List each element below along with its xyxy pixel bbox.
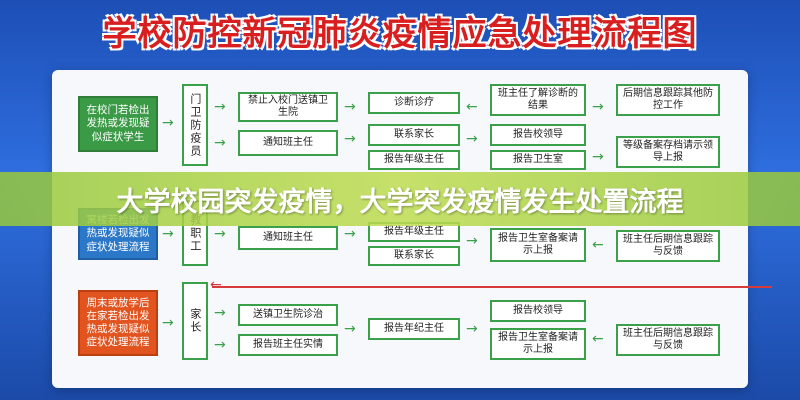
staff-col4-top: 报告年级主任 <box>368 222 460 242</box>
arrow-icon: → <box>466 321 478 337</box>
arrow-icon: → <box>162 315 174 331</box>
arrow-icon: → <box>162 226 174 242</box>
arrow-icon: → <box>344 131 356 147</box>
gate-col6-bottom: 等级备案存档请示领导上报 <box>616 136 720 168</box>
arrow-icon: → <box>466 131 478 147</box>
staff-col4-bottom: 联系家长 <box>368 246 460 266</box>
staff-col3: 通知班主任 <box>238 226 338 250</box>
parent-col3-top: 送镇卫生院诊治 <box>238 304 338 326</box>
feedback-line <box>212 286 772 288</box>
arrow-icon: → <box>214 99 226 115</box>
arrow-icon: ← <box>592 331 604 347</box>
page-title: 学校防控新冠肺炎疫情应急处理流程图 <box>102 14 698 54</box>
staff-col6: 班主任后期信息跟踪与反馈 <box>616 230 720 262</box>
gate-col6-top: 后期信息跟踪其他防控工作 <box>616 84 720 116</box>
arrow-icon: → <box>344 321 356 337</box>
gate-col3-bottom: 通知班主任 <box>238 130 338 156</box>
parent-col6: 班主任后期信息跟踪与反馈 <box>616 324 720 356</box>
arrow-icon: → <box>592 149 604 165</box>
gate-col5-top: 班主任了解诊断的结果 <box>490 84 586 116</box>
gate-col4-mid: 联系家长 <box>368 124 460 146</box>
gate-col5-bottom: 报告卫生室 <box>490 150 586 170</box>
arrow-icon: ← <box>592 237 604 253</box>
arrow-icon: → <box>214 226 226 242</box>
gate-col4-bottom: 报告年级主任 <box>368 150 460 170</box>
gate-role-box: 门卫防疫员 <box>182 84 208 166</box>
arrow-icon: → <box>344 99 356 115</box>
flowchart-panel: 在校门若检出发热或发现疑似症状学生 → 门卫防疫员 → → 禁止入校门送镇卫生院… <box>52 70 772 388</box>
parent-col5-bottom: 报告卫生室备案请示上报 <box>490 328 586 360</box>
arrow-icon: → <box>214 135 226 151</box>
parent-col3-bottom: 报告班主任实情 <box>238 334 338 356</box>
gate-col3-top: 禁止入校门送镇卫生院 <box>238 92 338 122</box>
arrow-icon: ← <box>210 277 222 293</box>
arrow-icon: → <box>592 99 604 115</box>
gate-col4-top: 诊断诊疗 <box>368 92 460 114</box>
parent-lead-box: 周末或放学后在家若检出发热或发现疑似症状处理流程 <box>78 290 158 356</box>
arrow-icon: → <box>162 115 174 131</box>
arrow-icon: → <box>214 337 226 353</box>
arrow-icon: → <box>466 233 478 249</box>
parent-col5-top: 报告校领导 <box>490 300 586 322</box>
staff-col5: 报告卫生室备案请示上报 <box>490 228 586 262</box>
arrow-icon: → <box>344 226 356 242</box>
arrow-icon: ← <box>466 99 478 115</box>
gate-lead-box: 在校门若检出发热或发现疑似症状学生 <box>78 96 158 152</box>
caption-band <box>0 172 800 226</box>
arrow-icon: → <box>214 305 226 321</box>
parent-col4: 报告年纪主任 <box>368 318 460 340</box>
overlay-caption: 大学校园突发疫情，大学突发疫情发生处置流程 <box>116 187 684 218</box>
gate-col5-mid: 报告校领导 <box>490 124 586 146</box>
parent-role-box: 家长 <box>182 282 208 360</box>
